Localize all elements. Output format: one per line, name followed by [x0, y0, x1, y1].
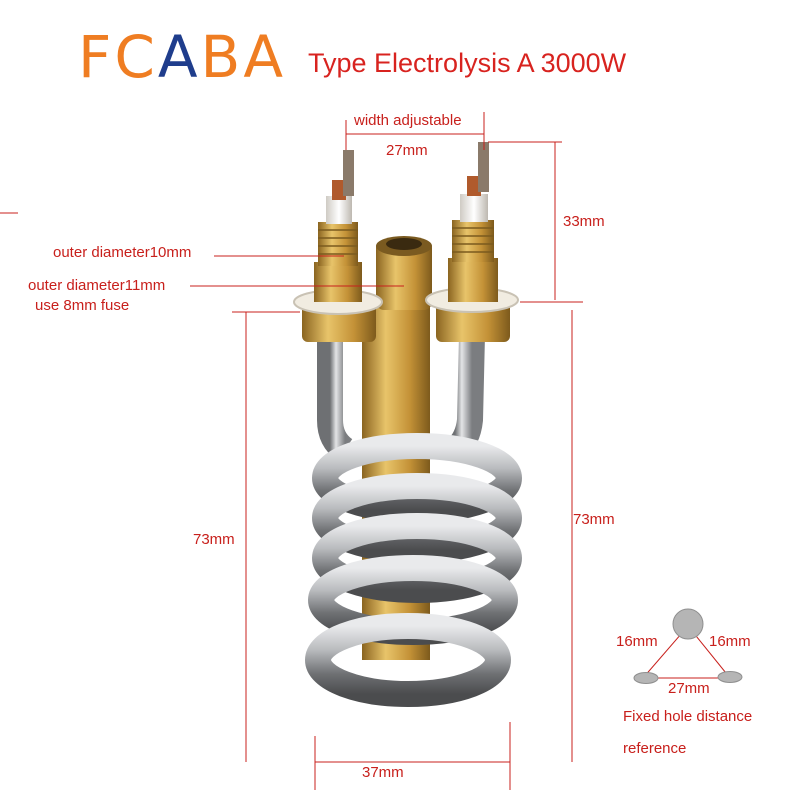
- hole-left-side-label: 16mm: [616, 633, 658, 650]
- outer-diameter-10-label: outer diameter10mm: [53, 244, 192, 261]
- bottom-width-label: 37mm: [362, 764, 404, 781]
- left-terminal: [293, 150, 383, 342]
- hole-left: [633, 672, 659, 684]
- logo-part-2: A: [157, 23, 201, 91]
- hole-distance-diagram: [633, 608, 743, 684]
- logo-part-1: FC: [78, 23, 158, 91]
- hole-top: [672, 608, 704, 640]
- hole-right: [717, 671, 743, 683]
- terminal-height-label: 33mm: [563, 213, 605, 230]
- outer-diameter-11-label: outer diameter11mm: [28, 277, 166, 294]
- hole-right-side-label: 16mm: [709, 633, 751, 650]
- brand-logo: FCABA: [78, 28, 286, 86]
- dimension-lines: [0, 112, 583, 790]
- hole-base-label: 27mm: [668, 680, 710, 697]
- left-height-label: 73mm: [193, 531, 235, 548]
- width-adjustable-label: width adjustable: [354, 112, 462, 129]
- logo-part-3: BA: [200, 23, 287, 91]
- hole-caption-line-2: reference: [623, 740, 687, 757]
- product-title: Type Electrolysis A 3000W: [308, 48, 627, 78]
- right-terminal: [425, 142, 519, 342]
- heater-coils: [305, 433, 522, 707]
- top-width-label: 27mm: [386, 142, 428, 159]
- fuse-label: use 8mm fuse: [35, 297, 130, 314]
- hole-caption-line-1: Fixed hole distance: [623, 708, 753, 725]
- right-height-label: 73mm: [573, 511, 615, 528]
